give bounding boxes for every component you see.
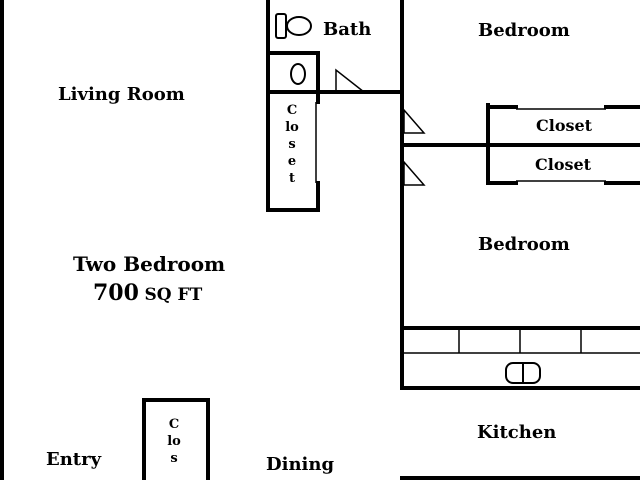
entry-label: Entry	[46, 449, 102, 470]
entry-closet-label: Clos	[167, 417, 181, 466]
living-room-label: Living Room	[58, 84, 185, 105]
bedroom-bottom-label: Bedroom	[478, 234, 570, 255]
bath-door-swing	[335, 68, 367, 93]
bedroom-bottom-door-swing	[403, 159, 426, 186]
plan-size-unit: SQ FT	[144, 285, 203, 305]
toilet-bowl-icon	[286, 16, 312, 36]
bath-label: Bath	[323, 19, 372, 40]
sink-basin-icon	[290, 63, 306, 85]
toilet-tank-icon	[275, 13, 287, 39]
dining-label: Dining	[266, 454, 335, 475]
hall-closet-label: Closet	[285, 103, 299, 186]
plan-size-number: 700	[93, 280, 139, 306]
bedroom-top-label: Bedroom	[478, 20, 570, 41]
plan-type-label: Two Bedroom	[73, 252, 226, 276]
kitchen-label: Kitchen	[477, 422, 557, 443]
closet-lower-label: Closet	[535, 155, 592, 174]
bedroom-top-door-swing	[403, 107, 426, 134]
closet-upper-label: Closet	[536, 116, 593, 135]
plan-size-label: 700 SQ FT	[93, 282, 202, 304]
